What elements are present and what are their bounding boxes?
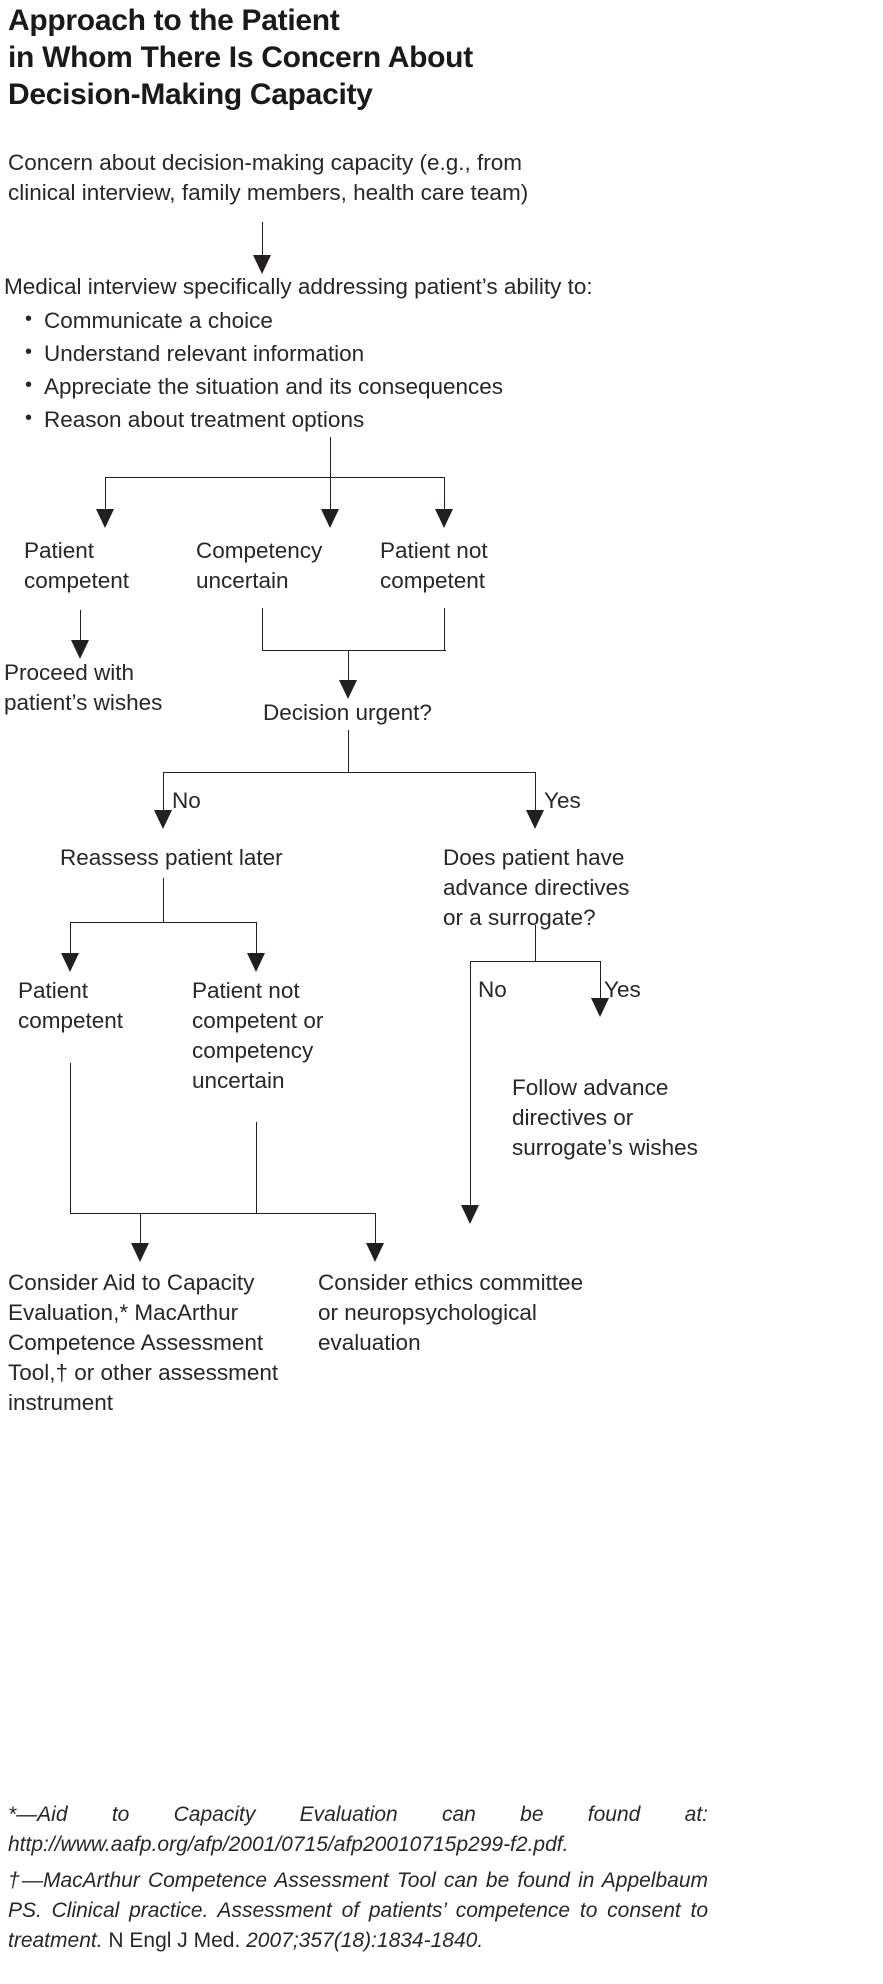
connector-reassess-stem <box>163 878 164 922</box>
connector-interview-split-bar <box>105 477 445 478</box>
node-proceed-with-wishes: Proceed with patient’s wishes <box>4 660 163 715</box>
connector-reassess-notcompetent-arrow <box>247 953 265 972</box>
list-item: Communicate a choice <box>22 303 503 337</box>
connector-to-competency-uncertain-line <box>330 477 331 516</box>
node-patient-not-competent-1: Patient not competent <box>380 538 488 593</box>
connector-concern-to-interview-arrow <box>253 255 271 274</box>
edge-label-directives-no: No <box>478 977 507 1002</box>
connector-urgent-no-line <box>163 772 164 817</box>
connector-to-patient-not-competent-arrow <box>435 509 453 528</box>
connector-competent2-down <box>70 1063 71 1213</box>
interview-ability-list: Communicate a choice Understand relevant… <box>22 303 503 436</box>
node-concern-about-capacity: Concern about decision-making capacity (… <box>8 150 529 205</box>
connector-to-patient-not-competent-line <box>444 477 445 516</box>
page-title-line-1: Approach to the Patient <box>8 4 340 37</box>
connector-directives-yes-arrow <box>591 998 609 1017</box>
footnote-text: *—Aid to Capacity Evaluation can be foun… <box>8 1803 708 1856</box>
edge-label-urgent-no: No <box>172 788 201 813</box>
node-decision-urgent: Decision urgent? <box>263 700 432 725</box>
connector-directives-no-line <box>470 961 471 1213</box>
connector-urgent-yes-arrow <box>526 810 544 829</box>
connector-reassess-split-bar <box>70 922 256 923</box>
footnote-macarthur: †—MacArthur Competence Assessment Tool c… <box>8 1866 708 1956</box>
node-follow-advance-directives: Follow advance directives or surrogate’s… <box>512 1075 698 1160</box>
connector-merge-to-urgent-line <box>348 650 349 688</box>
page-title: Approach to the Patient in Whom There Is… <box>8 2 708 113</box>
node-advance-directives-question: Does patient have advance directives or … <box>443 845 630 930</box>
connector-urgent-split-bar <box>163 772 535 773</box>
footnote-journal: N Engl J Med. <box>108 1929 247 1952</box>
connector-urgent-yes-line <box>535 772 536 817</box>
connector-to-consider-ethics-line <box>375 1213 376 1251</box>
connector-merge-bar <box>262 650 446 651</box>
page-title-line-3: Decision-Making Capacity <box>8 78 373 111</box>
connector-interview-stem <box>330 437 331 477</box>
footnote-aid-to-capacity: *—Aid to Capacity Evaluation can be foun… <box>8 1800 708 1860</box>
footnote-citation: 2007;357(18):1834-1840. <box>246 1929 484 1952</box>
connector-to-consider-ethics-arrow <box>366 1243 384 1262</box>
connector-notcompetent-merge-right <box>444 608 445 650</box>
connector-urgent-no-arrow <box>154 810 172 829</box>
connector-to-patient-competent-line <box>105 477 106 516</box>
connector-urgent-stem <box>348 730 349 772</box>
footnotes: *—Aid to Capacity Evaluation can be foun… <box>8 1800 708 1962</box>
page-title-line-2: in Whom There Is Concern About <box>8 41 473 74</box>
connector-to-patient-competent-arrow <box>96 509 114 528</box>
connector-to-consider-aid-arrow <box>131 1243 149 1262</box>
connector-reassess-competent-arrow <box>61 953 79 972</box>
list-item: Reason about treatment options <box>22 402 503 436</box>
connector-directives-stem <box>535 925 536 961</box>
connector-notcompetent2-down <box>256 1122 257 1213</box>
connector-directives-no-arrow <box>461 1205 479 1224</box>
edge-label-urgent-yes: Yes <box>544 788 581 813</box>
connector-reassess-competent-line <box>70 922 71 960</box>
node-patient-not-competent-2: Patient not competent or competency unce… <box>192 978 324 1093</box>
node-medical-interview-heading: Medical interview specifically addressin… <box>4 274 593 299</box>
edge-label-directives-yes: Yes <box>604 977 641 1002</box>
connector-competent-to-proceed-arrow <box>71 640 89 659</box>
connector-to-consider-aid-line <box>140 1213 141 1251</box>
connector-competent-to-proceed-line <box>80 610 81 646</box>
connector-merge-to-urgent-arrow <box>339 680 357 699</box>
node-competency-uncertain: Competency uncertain <box>196 538 323 593</box>
node-consider-aid-to-capacity: Consider Aid to Capacity Evaluation,* Ma… <box>8 1270 279 1415</box>
footnote-text: †—MacArthur Competence Assessment Tool c… <box>8 1869 708 1952</box>
node-patient-competent-2: Patient competent <box>18 978 124 1033</box>
node-consider-ethics-committee: Consider ethics committee or neuropsycho… <box>318 1270 584 1355</box>
connector-directives-yes-line <box>600 961 601 1005</box>
connector-bottom-merge-bar <box>70 1213 256 1214</box>
connector-bottom-merge-bar-right <box>256 1213 375 1214</box>
list-item: Appreciate the situation and its consequ… <box>22 369 503 403</box>
node-patient-competent-1: Patient competent <box>24 538 130 593</box>
connector-to-competency-uncertain-arrow <box>321 509 339 528</box>
connector-reassess-notcompetent-line <box>256 922 257 960</box>
node-reassess-patient-later: Reassess patient later <box>60 845 283 870</box>
connector-concern-to-interview-line <box>262 222 263 262</box>
list-item: Understand relevant information <box>22 336 503 370</box>
connector-directives-split-bar <box>470 961 600 962</box>
connector-uncertain-merge-left <box>262 608 263 650</box>
